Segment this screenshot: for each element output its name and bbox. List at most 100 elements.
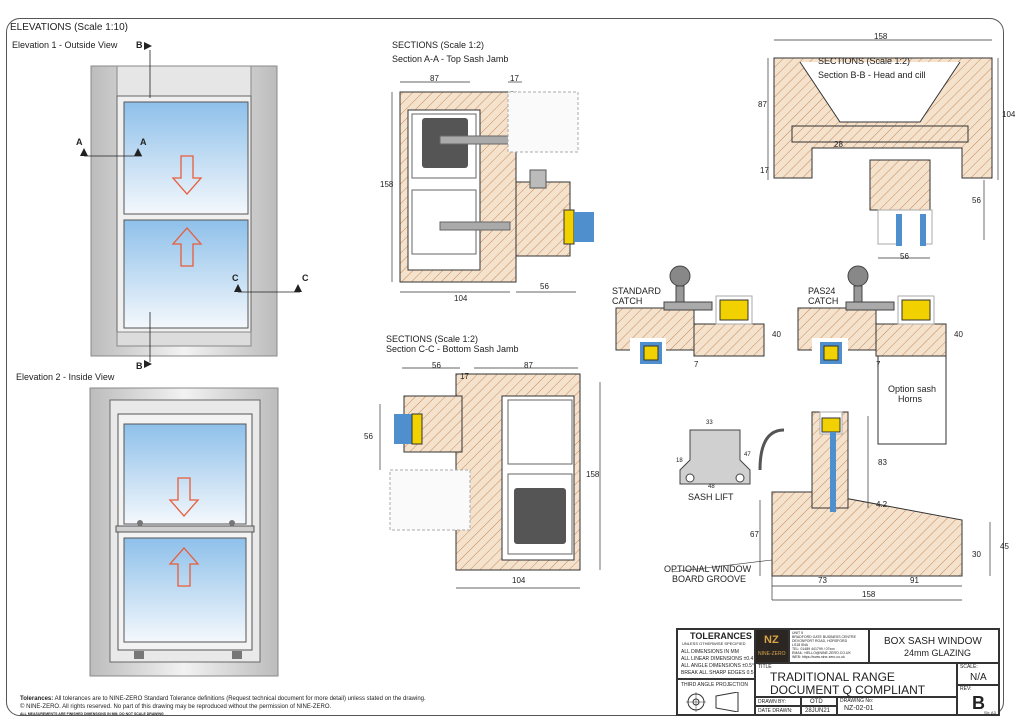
section-aa-drawing bbox=[391, 81, 594, 293]
title-block: TOLERANCES UNLESS OTHERWISE SPECIFIED AL… bbox=[676, 628, 1000, 716]
projection-label: THIRD ANGLE PROJECTION bbox=[681, 682, 748, 688]
dim: 56 bbox=[972, 196, 981, 205]
dim: 56 bbox=[540, 282, 549, 291]
date-label-cell: DATE DRAWN: bbox=[755, 706, 801, 715]
rev-box: REV: B Sh: A3 bbox=[957, 685, 999, 715]
horns-label-1: Option sash bbox=[888, 384, 937, 394]
elevation-inside-label: Elevation 2 - Inside View bbox=[16, 372, 115, 382]
projection-box: THIRD ANGLE PROJECTION bbox=[677, 679, 755, 715]
pas24-catch-label-1: PAS24 bbox=[808, 286, 836, 296]
dim: 56 bbox=[364, 432, 373, 441]
section-aa-subtitle: Section A-A - Top Sash Jamb bbox=[392, 54, 509, 64]
drawing-no-label: DRAWING No: bbox=[840, 698, 874, 704]
footer-tolerances-text: All tolerances are to NINE-ZERO Standard… bbox=[54, 696, 426, 702]
dim: 30 bbox=[972, 550, 981, 559]
dim: 47 bbox=[744, 452, 751, 458]
section-cc-drawing bbox=[379, 367, 601, 589]
tolerances-title: TOLERANCES bbox=[690, 631, 752, 641]
sash-lift-drawing bbox=[679, 429, 751, 485]
address-line: LS18 5NA bbox=[792, 643, 808, 647]
marker-b-bottom: B bbox=[136, 361, 143, 371]
dim: 87 bbox=[430, 74, 439, 83]
dim: 158 bbox=[874, 32, 888, 41]
scale-value: N/A bbox=[970, 672, 987, 683]
dim: 17 bbox=[510, 74, 519, 83]
marker-b-top: B bbox=[136, 40, 143, 50]
elevation-outside bbox=[80, 42, 302, 368]
drawn-by-label: DRAWN BY: bbox=[758, 699, 786, 705]
footer-copyright: © NINE-ZERO. All rights reserved. No par… bbox=[20, 704, 332, 710]
tol-line-3: ALL ANGLE DIMENSIONS ±0.5° bbox=[681, 663, 754, 669]
scale-label: SCALE: bbox=[960, 664, 978, 670]
marker-c-left: C bbox=[232, 273, 239, 283]
drawn-by-cell: OTD bbox=[801, 697, 837, 706]
product-name: BOX SASH WINDOW bbox=[884, 636, 982, 647]
footer-tolerances: Tolerances: All tolerances are to NINE-Z… bbox=[20, 696, 426, 702]
address-line: BRADFORD GATE BUSINESS CENTRE bbox=[792, 635, 856, 639]
dim: 45 bbox=[1000, 542, 1009, 551]
dim: 158 bbox=[586, 470, 600, 479]
title-line-2: DOCUMENT Q COMPLIANT bbox=[770, 683, 926, 697]
title-box: TITLE TRADITIONAL RANGE DOCUMENT Q COMPL… bbox=[755, 663, 957, 697]
rev-label: REV: bbox=[960, 686, 972, 692]
down-arrow-icon bbox=[171, 155, 203, 195]
product-glazing: 24mm GLAZING bbox=[904, 648, 972, 658]
groove-label-2: BOARD GROOVE bbox=[672, 574, 747, 584]
address-line: EMAIL: HELLO@NINE-ZERO.CO.UK bbox=[792, 651, 851, 655]
cill-drawing bbox=[671, 411, 991, 601]
address-line: UNIT 5 bbox=[792, 631, 804, 635]
title-label: TITLE bbox=[758, 664, 772, 670]
title-line-1: TRADITIONAL RANGE bbox=[770, 670, 895, 684]
date-label: DATE DRAWN: bbox=[758, 708, 793, 714]
section-cc-subtitle: Section C-C - Bottom Sash Jamb bbox=[386, 344, 519, 354]
section-bb-subtitle: Section B-B - Head and cill bbox=[818, 70, 926, 80]
dim: 18 bbox=[676, 458, 683, 464]
tol-line-2: ALL LINEAR DIMENSIONS ±0.4 bbox=[681, 656, 754, 662]
footer-note: ALL MEASUREMENTS ARE FINISHED DIMENSIONS… bbox=[20, 712, 164, 716]
logo-text: NINE-ZERO bbox=[758, 651, 786, 657]
logo-mark: NZ bbox=[764, 634, 779, 646]
pas24-catch-label-2: CATCH bbox=[808, 296, 839, 306]
tol-line-4: BREAK ALL SHARP EDGES 0.5 bbox=[681, 670, 754, 676]
scale-box: SCALE: N/A bbox=[957, 663, 999, 685]
date-drawn: 28JUN21 bbox=[805, 708, 831, 714]
down-arrow-icon bbox=[168, 477, 200, 517]
elevation-outside-label: Elevation 1 - Outside View bbox=[12, 40, 118, 50]
dim: 158 bbox=[380, 180, 394, 189]
horns-label-2: Horns bbox=[898, 394, 923, 404]
logo: NZ NINE-ZERO bbox=[755, 629, 789, 663]
standard-catch-label-2: CATCH bbox=[612, 296, 643, 306]
dim: 104 bbox=[454, 294, 468, 303]
drawing-no: NZ-02-01 bbox=[844, 705, 874, 712]
drawing-border bbox=[6, 18, 1004, 716]
standard-catch-label-1: STANDARD bbox=[612, 286, 661, 296]
dim: 40 bbox=[954, 330, 963, 339]
dim: 104 bbox=[1002, 110, 1016, 119]
sheet-size: Sh: A3 bbox=[984, 710, 996, 715]
dim: 67 bbox=[750, 530, 759, 539]
date-cell: 28JUN21 bbox=[801, 706, 837, 715]
dim: 48 bbox=[708, 484, 715, 490]
address-line: TEL: 01489 441799 / 07xxx bbox=[792, 647, 835, 651]
dim: 87 bbox=[758, 100, 767, 109]
marker-a-left: A bbox=[76, 137, 83, 147]
dim: 104 bbox=[512, 576, 526, 585]
dim: 56 bbox=[432, 361, 441, 370]
address-box: UNIT 5 BRADFORD GATE BUSINESS CENTRE DEV… bbox=[789, 629, 869, 663]
section-cc-heading: SECTIONS (Scale 1:2) bbox=[386, 334, 479, 344]
dim: 91 bbox=[910, 576, 919, 585]
up-arrow-icon bbox=[168, 547, 200, 587]
tolerances-sub: UNLESS OTHERWISE SPECIFIED bbox=[682, 641, 746, 646]
drawn-by-label-cell: DRAWN BY: bbox=[755, 697, 801, 706]
tolerances-box: TOLERANCES UNLESS OTHERWISE SPECIFIED AL… bbox=[677, 629, 755, 679]
dim: 158 bbox=[862, 590, 876, 599]
address-line: WEB: https://www.nine-zero.co.uk bbox=[792, 655, 845, 659]
groove-label-1: OPTIONAL WINDOW bbox=[664, 564, 752, 574]
footer-tolerances-bold: Tolerances: bbox=[20, 696, 54, 702]
section-aa-heading: SECTIONS (Scale 1:2) bbox=[392, 40, 485, 50]
dim: 83 bbox=[878, 458, 887, 467]
dim: 17 bbox=[760, 166, 769, 175]
up-arrow-icon bbox=[171, 227, 203, 267]
elevation-inside bbox=[89, 387, 279, 677]
dim: 17 bbox=[460, 372, 469, 381]
